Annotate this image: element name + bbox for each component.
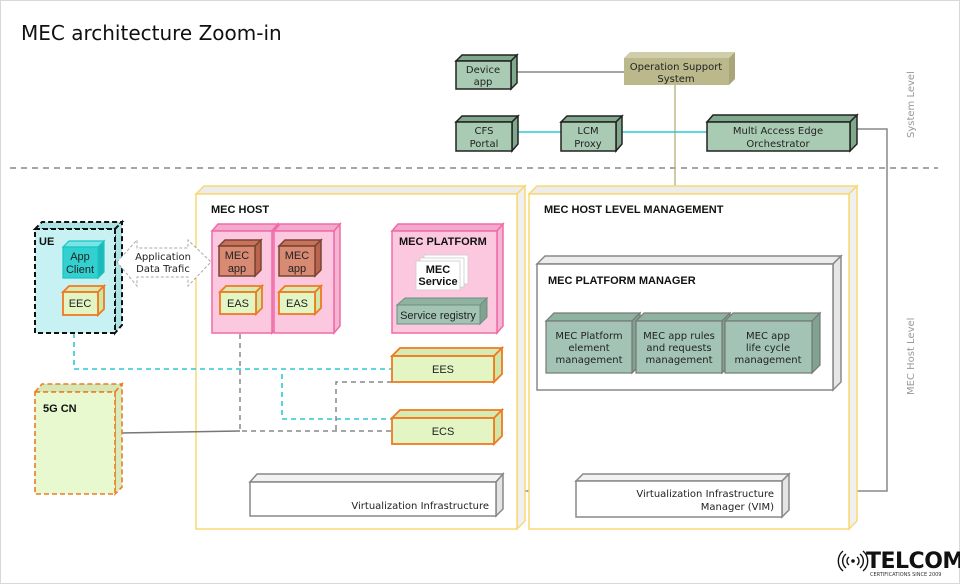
mec-service-line1: MEC	[426, 264, 451, 276]
mec-app-2-line2: app	[288, 263, 306, 275]
connector-eas-ecs	[239, 334, 392, 432]
mec-app-2-line1: MEC	[285, 250, 310, 262]
connector-ees-ecs-cyan	[281, 374, 392, 420]
connector-5gcn	[121, 430, 241, 434]
mec-platform-label: MEC PLATFORM	[399, 236, 487, 248]
cfs-line1: CFS	[475, 126, 494, 137]
eas-1-label: EAS	[227, 298, 249, 310]
cfs-line2: Portal	[470, 139, 499, 150]
system-level-label: System Level	[906, 71, 917, 138]
device-app-node[interactable]: Device app	[454, 53, 519, 91]
ees-label: EES	[432, 364, 454, 376]
vim-node[interactable]: Virtualization Infrastructure Manager (V…	[574, 472, 791, 519]
host-mgmt-label: MEC HOST LEVEL MANAGEMENT	[544, 204, 724, 216]
lcm-line1: LCM	[577, 126, 598, 137]
meo-line2: Orchestrator	[746, 139, 810, 150]
module-element-management[interactable]: MEC Platform element management	[544, 311, 642, 375]
mec-host-label: MEC HOST	[211, 204, 269, 216]
app-client-node[interactable]: App Client	[61, 239, 106, 280]
eas-1[interactable]: EAS	[217, 283, 265, 317]
device-app-line1: Device	[466, 65, 500, 76]
mec-app-1-line2: app	[228, 263, 246, 275]
page-title: MEC architecture Zoom-in	[21, 21, 282, 45]
module-3-line3: management	[735, 355, 802, 366]
module-lifecycle-management[interactable]: MEC app life cycle management	[723, 311, 822, 375]
module-3-line1: MEC app	[746, 331, 790, 342]
oss-line2: System	[657, 74, 694, 85]
eec-label: EEC	[69, 298, 92, 310]
eas-2-label: EAS	[286, 298, 308, 310]
device-app-line2: app	[474, 77, 493, 88]
eas-2[interactable]: EAS	[276, 283, 324, 317]
brand-tagline: CERTIFICATIONS SINCE 2009	[870, 572, 941, 578]
module-3-line2: life cycle	[746, 343, 790, 354]
lcm-line2: Proxy	[574, 139, 601, 150]
ecs-label: ECS	[432, 426, 455, 438]
5g-cn-node[interactable]: 5G CN	[33, 381, 124, 496]
mec-app-1[interactable]: MEC app	[217, 238, 263, 278]
vim-line2: Manager (VIM)	[701, 502, 774, 513]
service-registry-node[interactable]: Service registry	[395, 296, 489, 326]
signal-icon	[837, 550, 869, 572]
module-rules-requests-management[interactable]: MEC app rules and requests management	[634, 311, 732, 375]
module-1-line1: MEC Platform	[555, 331, 622, 342]
platform-manager-label: MEC PLATFORM MANAGER	[548, 275, 696, 287]
ecs-node[interactable]: ECS	[389, 407, 505, 447]
mec-service-line2: Service	[418, 276, 457, 288]
mec-service-node[interactable]: MEC Service	[415, 254, 469, 291]
module-2-line2: and requests	[646, 343, 711, 354]
vim-line1: Virtualization Infrastructure	[636, 489, 774, 500]
lcm-proxy-node[interactable]: LCM Proxy	[559, 114, 624, 154]
5g-cn-label: 5G CN	[43, 403, 77, 415]
cfs-portal-node[interactable]: CFS Portal	[454, 114, 520, 154]
connector-ue-ees	[73, 333, 392, 370]
mec-app-2[interactable]: MEC app	[277, 238, 323, 278]
module-2-line1: MEC app rules	[643, 331, 715, 342]
traffic-line2: Data Trafic	[136, 264, 190, 275]
meo-line1: Multi Access Edge	[733, 126, 823, 137]
host-level-label: MEC Host Level	[906, 318, 917, 395]
virtualization-infrastructure-node[interactable]: Virtualization Infrastructure	[248, 472, 505, 518]
brand-name: TELCOMA	[866, 549, 960, 574]
telcoma-logo: TELCOMA CERTIFICATIONS SINCE 2009	[837, 549, 960, 578]
mec-app-1-line1: MEC	[225, 250, 250, 262]
ue-label: UE	[39, 236, 54, 248]
connector-ees-ecs-grey	[335, 381, 392, 431]
traffic-line1: Application	[135, 252, 191, 263]
oss-line1: Operation Support	[630, 62, 723, 73]
meo-node[interactable]: Multi Access Edge Orchestrator	[705, 113, 859, 153]
module-1-line2: element	[568, 343, 609, 354]
eec-node[interactable]: EEC	[60, 283, 107, 318]
ees-node[interactable]: EES	[389, 345, 505, 385]
app-client-line2: Client	[66, 264, 94, 276]
service-registry-label: Service registry	[400, 310, 476, 322]
application-traffic-arrow: Application Data Trafic	[116, 238, 212, 288]
module-1-line3: management	[556, 355, 623, 366]
module-2-line3: management	[646, 355, 713, 366]
app-client-line1: App	[70, 251, 90, 263]
oss-node[interactable]: Operation Support System	[624, 52, 735, 85]
vi-label: Virtualization Infrastructure	[351, 501, 489, 512]
